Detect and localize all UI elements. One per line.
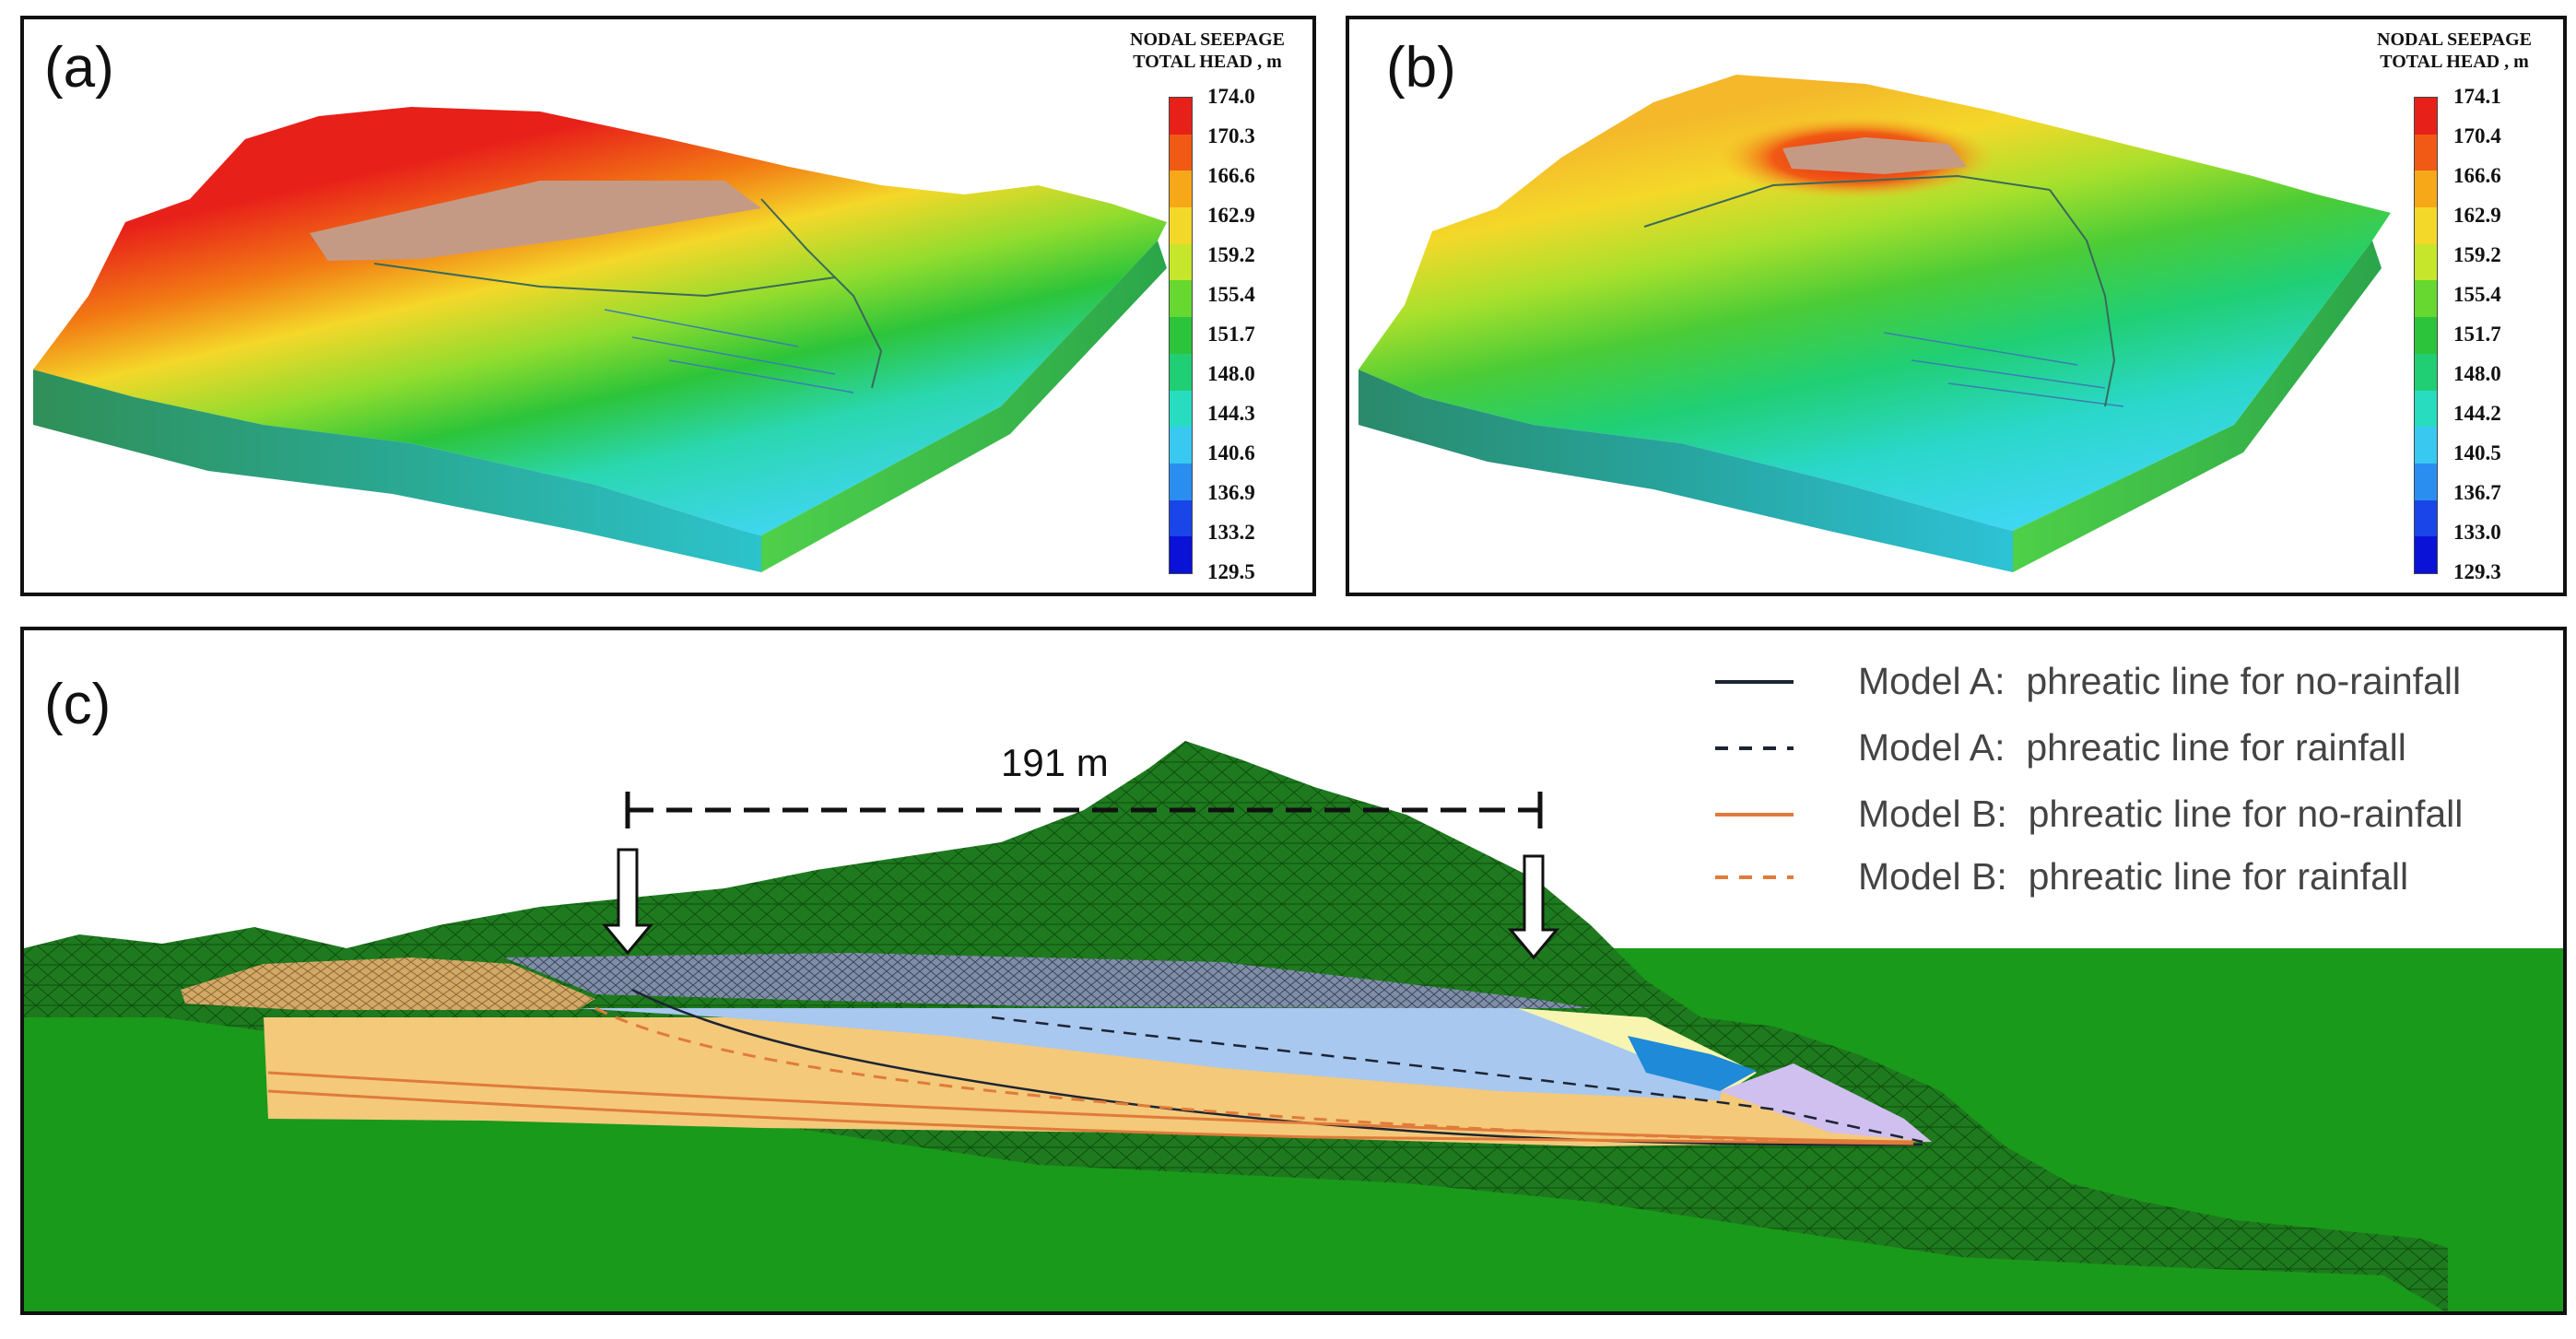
zone-purple <box>1720 1063 1932 1142</box>
colorbar-tick-label: 144.2 <box>2453 402 2501 425</box>
colorbar-tick-label: 136.7 <box>2453 481 2501 504</box>
colorbar-segment <box>1170 170 1192 208</box>
colorbar-tick-label: 140.6 <box>1207 441 1255 464</box>
colorbar-segment <box>1170 207 1192 244</box>
colorbar-segment <box>2415 243 2437 281</box>
distance-label: 191 m <box>1001 741 1109 784</box>
colorbar-tick-label: 170.4 <box>2453 124 2501 147</box>
colorbar-segment <box>2415 390 2437 428</box>
panel-c-cross-section: (c) 191 m Model A: phreatic line for no-… <box>20 627 2567 1315</box>
panel-a-terrain-view <box>33 107 1167 572</box>
panel-a-label: (a) <box>44 36 114 100</box>
colorbar-segment <box>2415 280 2437 318</box>
panel-b-colorbar <box>2414 97 2438 574</box>
colorbar-segment <box>1170 536 1192 573</box>
panel-c-section-drawing <box>24 680 2563 1311</box>
colorbar-tick-label: 133.2 <box>1207 521 1255 544</box>
panel-b-terrain-view <box>1359 75 2391 572</box>
colorbar-segment <box>1170 499 1192 537</box>
starter-dam-mesh <box>181 957 595 1010</box>
colorbar-segment <box>1170 353 1192 391</box>
colorbar-tick-label: 140.5 <box>2453 441 2501 464</box>
model-b-rainfall-line <box>594 1006 1914 1145</box>
panel-a-legend-title: NODAL SEEPAGE TOTAL HEAD , m <box>1130 29 1285 72</box>
legend-entry-3: Model B: phreatic line for no-rainfall <box>1858 793 2464 835</box>
colorbar-tick-label: 174.0 <box>1207 85 1255 108</box>
colorbar-tick-label: 144.3 <box>1207 402 1255 425</box>
panel-a-front-face <box>33 370 761 572</box>
colorbar-tick-label: 170.3 <box>1207 124 1255 147</box>
legend-entry-1: Model A: phreatic line for no-rainfall <box>1858 660 2462 702</box>
panel-a-right-face <box>761 241 1167 572</box>
colorbar-segment <box>2415 463 2437 500</box>
colorbar-tick-label: 166.6 <box>2453 164 2501 187</box>
model-a-rainfall-line <box>991 1016 1923 1144</box>
panel-a-tailings-pond <box>310 181 761 261</box>
colorbar-tick-label: 151.7 <box>1207 323 1255 346</box>
colorbar-tick-label: 159.2 <box>2453 243 2501 266</box>
colorbar-tick-label: 148.0 <box>2453 362 2501 385</box>
legend-entry-4: Model B: phreatic line for rainfall <box>1858 855 2409 898</box>
panel-b-top-surface <box>1359 75 2391 531</box>
colorbar-tick-label: 136.9 <box>1207 481 1255 504</box>
colorbar-tick-label: 129.5 <box>1207 560 1255 583</box>
saturated-zone <box>577 1008 1729 1100</box>
right-down-arrow <box>1507 854 1560 960</box>
colorbar-segment <box>1170 134 1192 171</box>
colorbar-tick-label: 155.4 <box>2453 283 2501 306</box>
colorbar-tick-label: 133.0 <box>2453 521 2501 544</box>
left-down-arrow <box>601 848 654 956</box>
colorbar-segment <box>1170 317 1192 354</box>
legend-entry-2: Model A: phreatic line for rainfall <box>1858 726 2406 769</box>
colorbar-tick-label: 162.9 <box>1207 204 1255 227</box>
colorbar-segment <box>1170 463 1192 500</box>
colorbar-tick-label: 151.7 <box>2453 323 2501 346</box>
colorbar-segment <box>2415 134 2437 171</box>
colorbar-segment <box>2415 170 2437 208</box>
colorbar-tick-label: 155.4 <box>1207 283 1255 306</box>
colorbar-segment <box>2415 427 2437 464</box>
colorbar-segment <box>1170 427 1192 464</box>
panel-b-right-face <box>2013 241 2382 572</box>
colorbar-tick-label: 174.1 <box>2453 85 2501 108</box>
panel-b-front-face <box>1359 370 2013 572</box>
panel-b-seepage-model: (b) <box>1346 16 2567 596</box>
colorbar-segment <box>2415 317 2437 354</box>
panel-b-label: (b) <box>1386 36 1456 100</box>
colorbar-segment <box>1170 243 1192 281</box>
colorbar-tick-label: 159.2 <box>1207 243 1255 266</box>
panel-a-colorbar <box>1169 97 1193 574</box>
colorbar-segment <box>2415 536 2437 573</box>
panel-b-legend-title: NODAL SEEPAGE TOTAL HEAD , m <box>2377 29 2532 72</box>
panel-c-label: (c) <box>44 673 112 736</box>
colorbar-segment <box>2415 499 2437 537</box>
colorbar-tick-label: 162.9 <box>2453 204 2501 227</box>
colorbar-segment <box>2415 207 2437 244</box>
colorbar-tick-label: 148.0 <box>1207 362 1255 385</box>
panel-b-tailings-pond <box>1782 137 1967 174</box>
colorbar-segment <box>1170 98 1192 135</box>
colorbar-segment <box>1170 390 1192 428</box>
panel-a-seepage-model: (a) <box>20 16 1316 596</box>
panel-a-top-surface <box>33 107 1167 535</box>
zone-blue <box>1628 1036 1757 1091</box>
colorbar-tick-label: 129.3 <box>2453 560 2501 583</box>
model-b-no-rainfall-line-2 <box>267 1089 1914 1145</box>
colorbar-segment <box>2415 353 2437 391</box>
colorbar-segment <box>2415 98 2437 135</box>
colorbar-tick-label: 166.6 <box>1207 164 1255 187</box>
colorbar-segment <box>1170 280 1192 318</box>
surface-crust-mesh <box>503 953 1591 1008</box>
